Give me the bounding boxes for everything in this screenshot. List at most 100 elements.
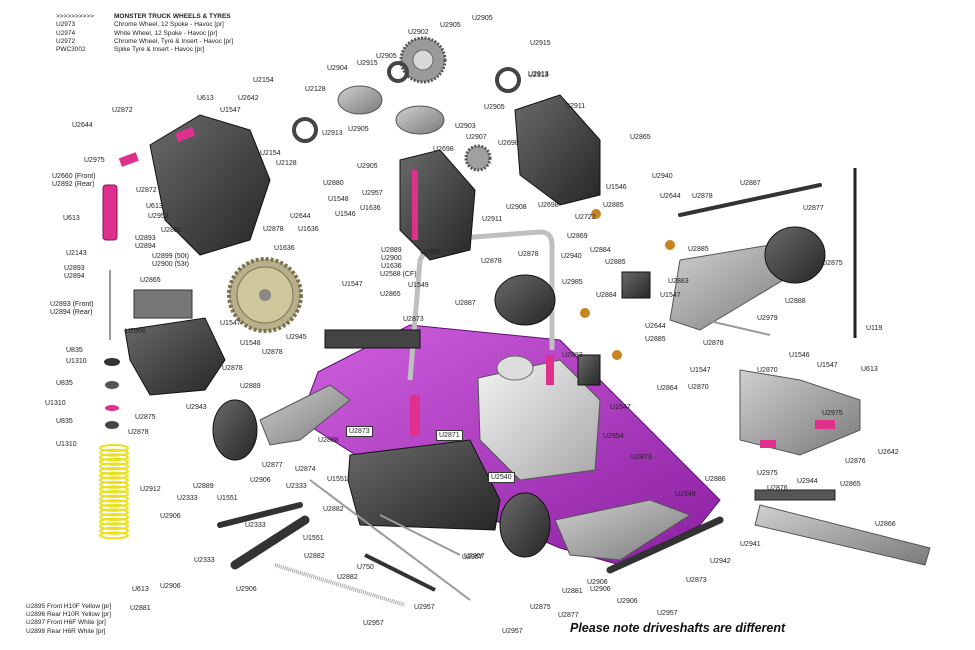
hub-rear-right (764, 226, 826, 284)
part-label: U835 (66, 347, 83, 354)
part-label: U2906 (160, 583, 181, 590)
part-label: U2888 (785, 298, 806, 305)
part-label: U613 (861, 366, 878, 373)
part-label: U835 (56, 380, 73, 387)
part-label: U1549 (675, 491, 696, 498)
part-label: U2883 (562, 352, 583, 359)
part-label: U2905 (376, 53, 397, 60)
part-label: U1636 (274, 245, 295, 252)
part-label: U2888 (318, 437, 339, 444)
part-label: U2872 (136, 187, 157, 194)
spring-legend-row: U2898 Rear H6R White [pr] (26, 627, 106, 635)
part-label: U2865 (630, 134, 651, 141)
part-label: U2882 (304, 553, 325, 560)
part-label: U613 (146, 203, 163, 210)
o-ring-1 (104, 358, 120, 366)
part-label: U2877 (558, 612, 579, 619)
part-label: U2642 (238, 95, 259, 102)
bearing-ring (292, 117, 318, 143)
part-label: U2906 (160, 513, 181, 520)
part-label: U2945 (286, 334, 307, 341)
arm-front-left (259, 384, 351, 446)
spring-coil (99, 508, 129, 517)
legend-arrow: >>>>>>>>>> (56, 13, 94, 20)
part-label: U1547 (690, 367, 711, 374)
part-label: U2882 (323, 506, 344, 513)
part-label: U2940 (652, 173, 673, 180)
part-label: U2975 (84, 157, 105, 164)
part-label: U2870 (757, 367, 778, 374)
part-label: U2644 (72, 122, 93, 129)
part-label: U2698 (538, 202, 559, 209)
shock-spring (99, 444, 129, 540)
gold-ball-3 (612, 350, 622, 360)
part-label: U1551 (327, 476, 348, 483)
steering-rod-2 (379, 514, 461, 556)
part-label: U1547 (342, 281, 363, 288)
part-label: U119 (866, 325, 883, 332)
driveshaft-b (217, 502, 303, 528)
part-label: U2903 (455, 123, 476, 130)
spring-coil (99, 448, 129, 457)
part-label: U613 (197, 95, 214, 102)
part-label: U2876 (845, 458, 866, 465)
part-label: U2894 (135, 243, 156, 250)
spring-coil (99, 503, 129, 512)
part-label: U2876 (767, 485, 788, 492)
spring-coil (99, 490, 129, 498)
part-label: U2905 (348, 126, 369, 133)
pivot-block-2 (577, 354, 601, 386)
part-label: U2644 (660, 193, 681, 200)
part-label: U2884 (590, 247, 611, 254)
part-label: U2128 (276, 160, 297, 167)
part-label: U835 (56, 418, 73, 425)
part-label: U2894 (64, 273, 85, 280)
pink-pin-4 (175, 127, 196, 142)
spring-coil (99, 531, 129, 540)
spring-coil (99, 444, 129, 452)
part-label: U1551 (217, 495, 238, 502)
part-label: U1548 (240, 340, 261, 347)
part-label: U2878 (481, 258, 502, 265)
part-tag: U2873 (346, 426, 373, 437)
part-label: U2913 (322, 130, 343, 137)
spring-coil (99, 476, 129, 485)
part-label: U2154 (253, 77, 274, 84)
part-label: U2588 (CF) (380, 271, 417, 278)
part-label: U2957 (363, 620, 384, 627)
part-label: U2866 (875, 521, 896, 528)
spur-gear-small (464, 144, 492, 172)
spring-coil (99, 517, 129, 526)
part-label: U2885 (605, 259, 626, 266)
part-label: U2905 (440, 22, 461, 29)
part-label: U2865 (140, 277, 161, 284)
part-label: U2908 (506, 204, 527, 211)
part-label: U1547 (220, 320, 241, 327)
pink-pin-6 (815, 420, 835, 429)
part-label: U2154 (260, 150, 281, 157)
part-label: U2905 (357, 163, 378, 170)
part-label: U2866 (125, 328, 146, 335)
part-label: U1636 (381, 263, 402, 270)
part-label: U2880 (161, 227, 182, 234)
part-label: U2128 (305, 86, 326, 93)
part-label: U1547 (220, 107, 241, 114)
shock-tower-right (739, 369, 861, 456)
spring-coil (99, 485, 129, 494)
part-label: U2883 (668, 278, 689, 285)
part-label: U2869 (567, 233, 588, 240)
part-label: U2875 (822, 260, 843, 267)
part-label: U2878 (518, 251, 539, 258)
part-label: U750 (357, 564, 374, 571)
driveshaft-note: Please note driveshafts are different (570, 621, 786, 635)
part-label: U2873 (686, 577, 707, 584)
tank-cap (496, 355, 534, 381)
diff-housing-a (337, 85, 383, 115)
part-label: U2893 (135, 235, 156, 242)
part-label: U2870 (688, 384, 709, 391)
part-label: U2885 (645, 336, 666, 343)
part-label: U2878 (692, 193, 713, 200)
part-label: U2875 (530, 604, 551, 611)
